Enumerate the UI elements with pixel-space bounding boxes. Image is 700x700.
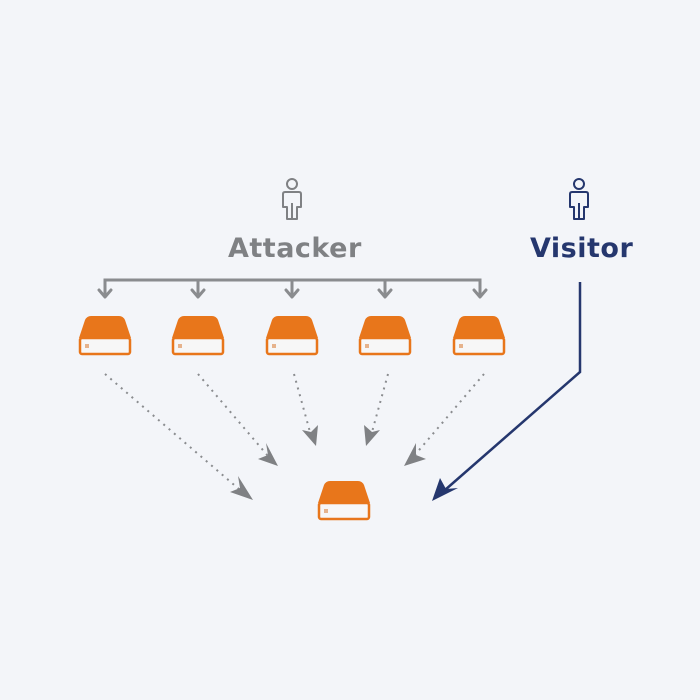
down-arrow-icons bbox=[97, 288, 488, 299]
attacker-distribution-lines bbox=[103, 278, 482, 296]
attack-traffic-lines bbox=[104, 373, 485, 491]
visitor-person-icon bbox=[569, 178, 589, 220]
attack-arrowhead-icons bbox=[230, 425, 426, 500]
visitor-traffic-line bbox=[432, 282, 582, 501]
bot-server-icon bbox=[451, 314, 507, 356]
target-server-icon bbox=[316, 479, 372, 521]
bot-server-icon bbox=[264, 314, 320, 356]
attacker-person-icon bbox=[282, 178, 302, 220]
attacker-label: Attacker bbox=[228, 233, 362, 264]
bot-server-icon bbox=[77, 314, 133, 356]
visitor-label: Visitor bbox=[530, 233, 634, 264]
bot-server-icon bbox=[170, 314, 226, 356]
bot-server-icon bbox=[357, 314, 413, 356]
